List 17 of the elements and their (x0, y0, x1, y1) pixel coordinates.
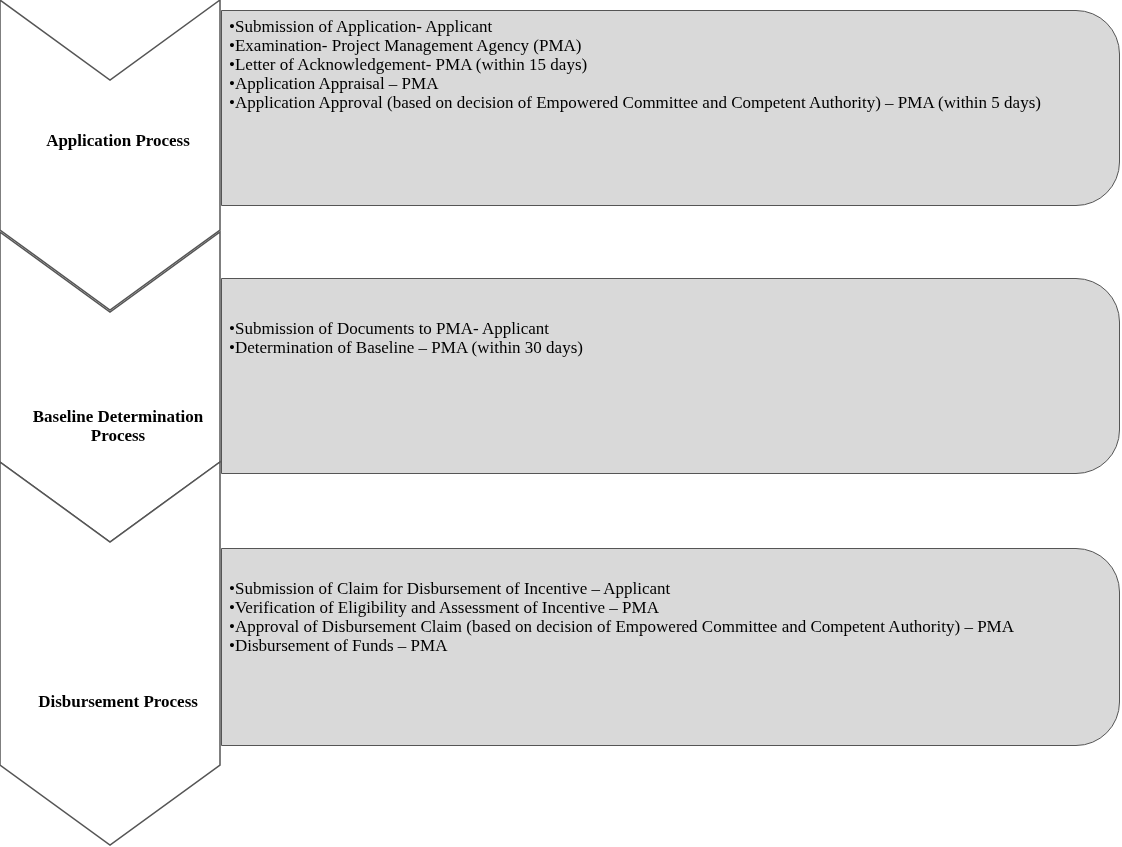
bullet-item: •Approval of Disbursement Claim (based on decision of Empowered Committee and Competent Authority) – PMA (229, 617, 1015, 636)
step-label: Baseline Determination Process (31, 407, 205, 445)
step-label: Application Process (45, 131, 191, 150)
bullet-item: •Examination- Project Management Agency (PMA) (229, 36, 583, 55)
step-panel (221, 278, 1120, 474)
bullet-item: •Submission of Documents to PMA- Applicant (229, 319, 550, 338)
step-label: Disbursement Process (37, 692, 199, 711)
step-panel (221, 10, 1120, 206)
bullet-item: •Submission of Claim for Disbursement of Incentive – Applicant (229, 579, 672, 598)
bullet-item: •Application Appraisal – PMA (229, 74, 440, 93)
bullet-item: •Determination of Baseline – PMA (within 30 days) (229, 338, 584, 357)
step-panel (221, 548, 1120, 746)
bullet-item: •Submission of Application- Applicant (229, 17, 494, 36)
bullet-item: •Letter of Acknowledgement- PMA (within 15 days) (229, 55, 589, 74)
bullet-item: •Disbursement of Funds – PMA (229, 636, 449, 655)
bullet-item: •Verification of Eligibility and Assessment of Incentive – PMA (229, 598, 660, 617)
bullet-item: •Application Approval (based on decision of Empowered Committee and Competent Authority) – PMA (within 5 days) (229, 93, 1042, 112)
